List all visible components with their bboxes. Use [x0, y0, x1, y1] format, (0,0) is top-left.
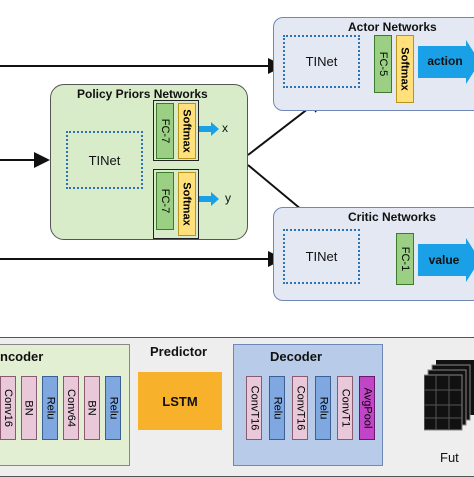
lstm-block: LSTM [138, 372, 222, 430]
critic-output-label: value [428, 253, 460, 267]
policy-head-top-frame [153, 100, 199, 161]
policy-fc-top-label: FC-7 [159, 118, 172, 144]
actor-output-label: action [427, 54, 463, 68]
actor-softmax-block: Softmax [396, 35, 414, 103]
encoder-layer-conv16: Conv16 [0, 376, 16, 440]
encoder-title: ncoder [0, 349, 44, 364]
encoder-layer-relu-1: Relu [42, 376, 58, 440]
policy-softmax-top-label: Softmax [181, 109, 193, 153]
policy-softmax-bottom-label: Softmax [181, 182, 193, 226]
future-frames-stack [424, 360, 474, 431]
policy-tinet-label: TINet [88, 152, 121, 168]
policy-head-bottom-frame [153, 169, 199, 239]
policy-softmax-bottom-block: Softmax [178, 172, 196, 236]
encoder-layer-relu-2: Relu [105, 376, 121, 440]
actor-softmax-label: Softmax [399, 47, 411, 91]
decoder-layer-relu-1: Relu [269, 376, 285, 440]
policy-fc-bottom-block: FC-7 [156, 172, 174, 230]
critic-networks-title: Critic Networks [348, 210, 437, 224]
policy-fc-top-block: FC-7 [156, 103, 174, 159]
critic-fc-block: FC-1 [396, 233, 414, 285]
critic-fc-label: FC-1 [399, 246, 412, 272]
policy-tinet-block: TINet [66, 131, 143, 189]
future-label: Fut [440, 450, 459, 465]
actor-fc-label: FC-5 [377, 51, 390, 77]
encoder-layer-bn-1: BN [21, 376, 37, 440]
encoder-layer-bn-2: BN [84, 376, 100, 440]
actor-fc-block: FC-5 [374, 35, 392, 93]
policy-priors-title: Policy Priors Networks [77, 87, 208, 101]
policy-fc-bottom-label: FC-7 [159, 188, 172, 214]
critic-tinet-label: TINet [305, 249, 338, 264]
decoder-layer-avgpool: AvgPool [359, 376, 375, 440]
actor-tinet-block: TINet [283, 35, 360, 88]
decoder-title: Decoder [270, 349, 323, 364]
policy-out-bottom-arrow [199, 192, 219, 206]
lstm-label: LSTM [162, 393, 198, 409]
policy-priors-panel [50, 84, 248, 240]
critic-tinet-block: TINet [283, 229, 360, 284]
decoder-layer-convt1: ConvT1 [337, 376, 353, 440]
actor-output-arrow [418, 40, 474, 84]
actor-networks-title: Actor Networks [348, 20, 437, 34]
policy-softmax-top-block: Softmax [178, 103, 196, 159]
decoder-layer-convt16-2: ConvT16 [292, 376, 308, 440]
policy-out-bottom-label: y [225, 191, 231, 205]
actor-tinet-label: TINet [305, 54, 338, 69]
decoder-layer-convt16-1: ConvT16 [246, 376, 262, 440]
predictor-title: Predictor [150, 344, 208, 359]
policy-out-top-label: x [222, 121, 228, 135]
encoder-layer-conv64: Conv64 [63, 376, 79, 440]
policy-out-top-arrow [199, 122, 219, 136]
decoder-layer-relu-2: Relu [315, 376, 331, 440]
critic-output-arrow [418, 238, 474, 282]
